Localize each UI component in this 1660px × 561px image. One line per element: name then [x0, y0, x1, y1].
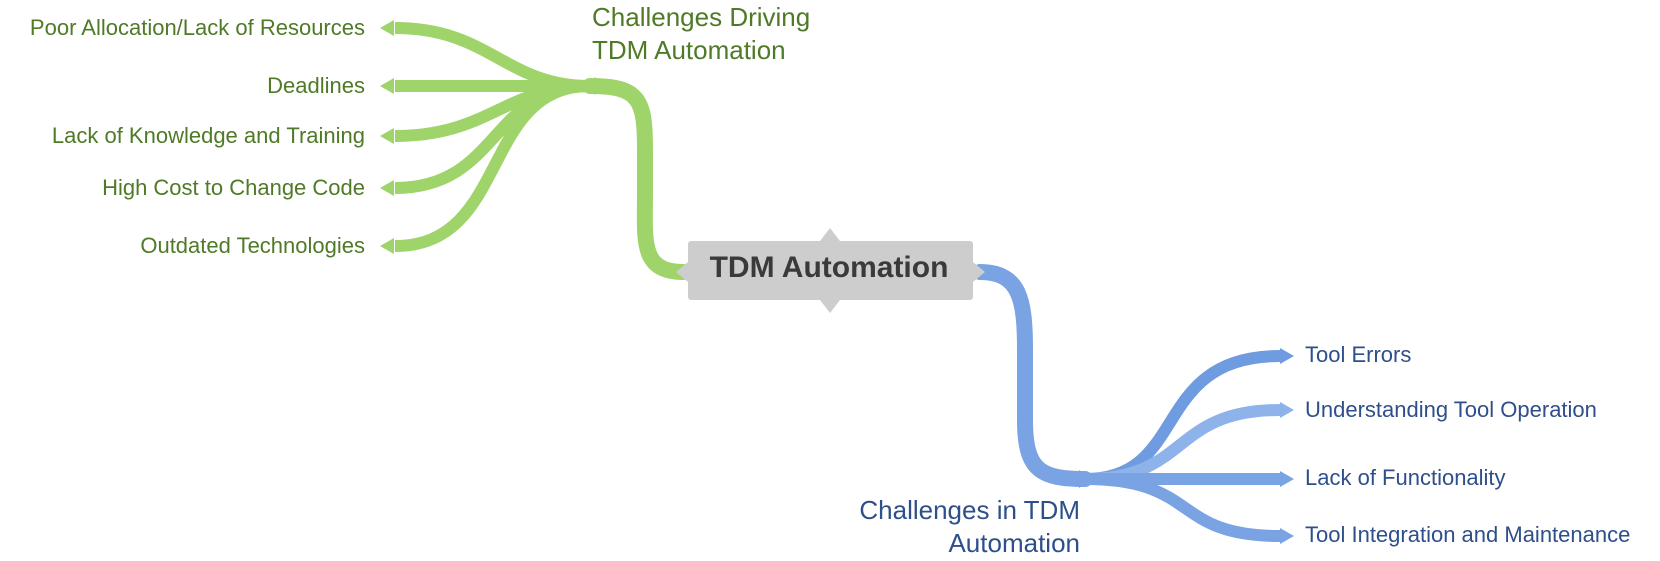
connector-branch-2-child-4 — [1084, 473, 1281, 542]
arrow-branch-2-hub — [1079, 470, 1093, 488]
arrow-branch-1-child-1 — [380, 20, 394, 36]
branch-1-child-2[interactable]: Deadlines — [267, 73, 365, 98]
branch-1-title-line-2: TDM Automation — [592, 35, 786, 65]
arrow-branch-2-child-2 — [1280, 402, 1294, 418]
arrow-branch-1-child-3 — [380, 128, 394, 144]
branch-1-child-4[interactable]: High Cost to Change Code — [102, 175, 365, 200]
branch-2-child-4[interactable]: Tool Integration and Maintenance — [1305, 522, 1631, 547]
connector-center-to-branch-2 — [972, 264, 1093, 487]
branch-2-title-line-2: Automation — [948, 528, 1080, 558]
branch-1-child-5[interactable]: Outdated Technologies — [140, 233, 365, 258]
connector-branch-1-child-1 — [394, 22, 591, 92]
branch-1-child-3[interactable]: Lack of Knowledge and Training — [51, 123, 365, 148]
arrow-branch-2-child-1 — [1280, 348, 1294, 364]
branch-2-title[interactable]: Challenges in TDM Automation — [859, 494, 1080, 560]
branch-1-title-line-1: Challenges Driving — [592, 2, 811, 32]
branch-1-title[interactable]: Challenges Driving TDM Automation — [592, 1, 810, 67]
arrow-branch-1-hub — [582, 77, 596, 95]
branch-1-child-1[interactable]: Poor Allocation/Lack of Resources — [29, 15, 365, 40]
branch-2-title-line-1: Challenges in TDM — [859, 495, 1080, 525]
connector-branch-1-child-5 — [394, 80, 591, 252]
branch-2-child-2[interactable]: Understanding Tool Operation — [1305, 397, 1597, 422]
arrow-branch-1-child-5 — [380, 238, 394, 254]
central-topic[interactable]: TDM Automation — [709, 251, 949, 284]
branch-2-child-3[interactable]: Lack of Functionality — [1305, 465, 1506, 490]
branch-2-child-1[interactable]: Tool Errors — [1305, 342, 1412, 367]
arrow-branch-1-child-4 — [380, 180, 394, 196]
connector-center-to-branch-1 — [582, 78, 691, 280]
arrow-branch-2-child-4 — [1280, 528, 1294, 544]
arrow-branch-1-child-2 — [380, 78, 394, 94]
arrow-branch-2-child-3 — [1280, 471, 1294, 487]
central-node-shape — [676, 228, 985, 313]
